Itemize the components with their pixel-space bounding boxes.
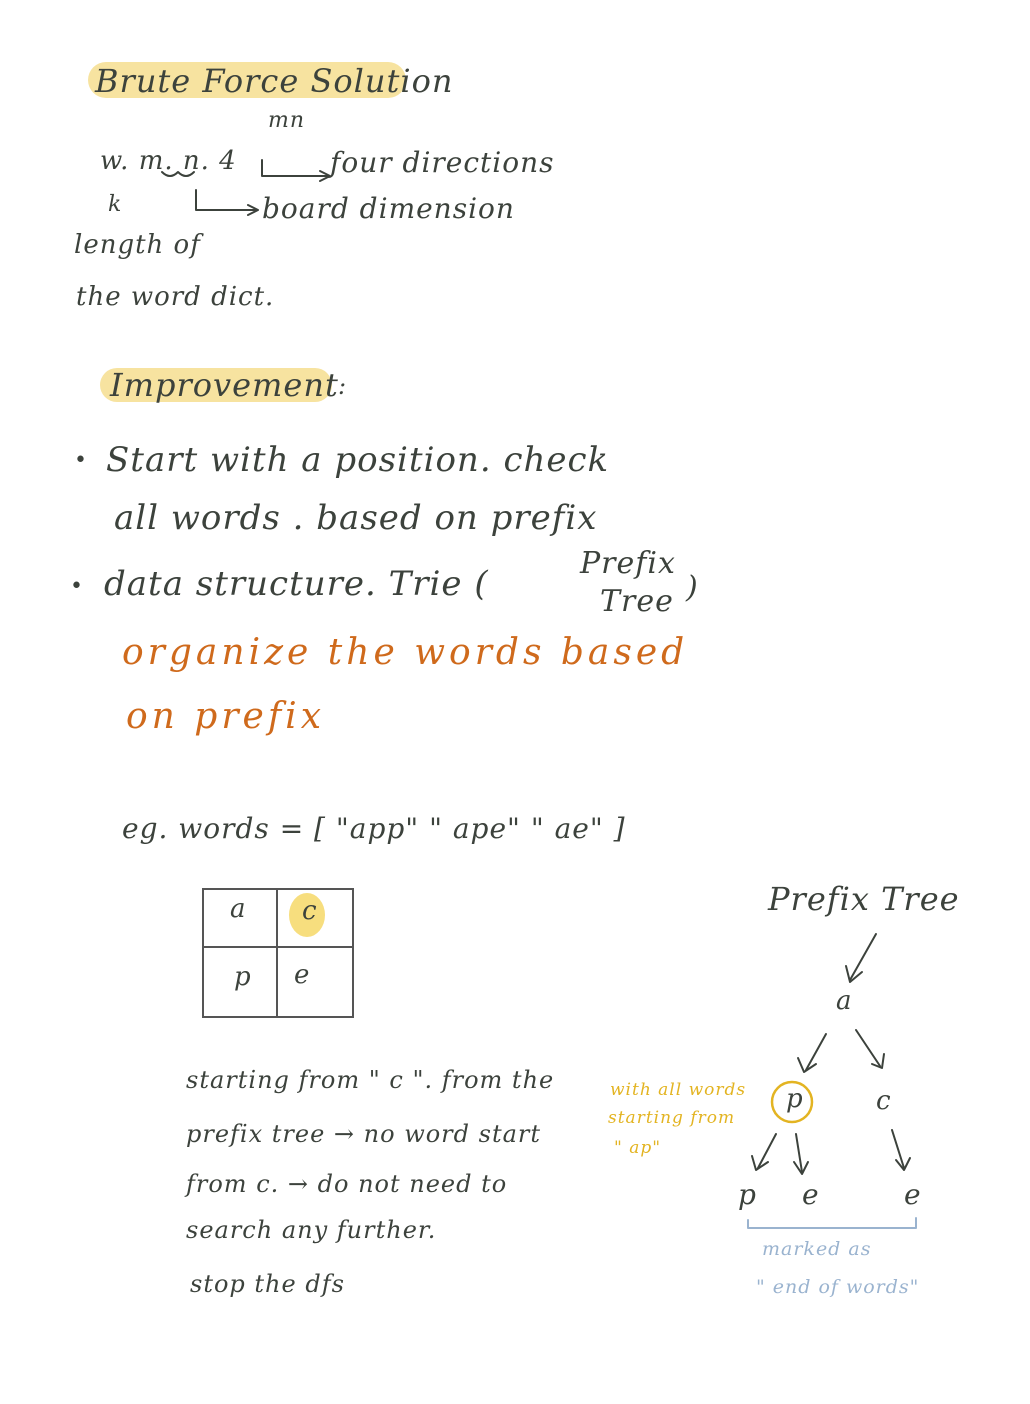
mn-label: mn	[268, 108, 306, 133]
bullet-2-text: data structure. Trie (	[104, 564, 489, 604]
improvement-highlight	[100, 368, 332, 402]
improvement-title: Improvement	[110, 366, 339, 404]
bullet-1-dot: •	[74, 448, 88, 473]
bullet-2-dot: •	[70, 574, 84, 599]
note-line-2: prefix tree → no word start	[186, 1120, 542, 1148]
yellow-note-line-3: " ap"	[614, 1138, 662, 1158]
yellow-note-line-2: starting from	[608, 1108, 736, 1128]
example-line: eg. words = [ "app" " ape" " ae" ]	[122, 812, 626, 845]
bullet-1-line-1: Start with a position. check	[106, 440, 610, 480]
grid-cell-a: a	[230, 894, 246, 924]
grid-hline	[204, 946, 352, 948]
blue-note-line-2: " end of words"	[756, 1276, 920, 1298]
note-line-3: from c. → do not need to	[186, 1170, 508, 1198]
note-line-5: stop the dfs	[190, 1270, 345, 1298]
grid-cell-p: p	[234, 962, 251, 992]
yellow-note-line-1: with all words	[610, 1080, 747, 1100]
complexity-formula: w. m. n. 4	[100, 146, 237, 176]
tree-leaf-p: p	[738, 1178, 757, 1211]
bullet-1-line-2: all words . based on prefix	[114, 498, 598, 538]
title-highlight	[88, 62, 406, 98]
grid-vline	[276, 890, 278, 1016]
length-label-1: length of	[74, 230, 201, 260]
note-line-4: search any further.	[186, 1216, 437, 1244]
length-label-2: the word dict.	[76, 282, 275, 312]
grid-cell-c: c	[302, 896, 317, 926]
orange-note-line-2: on prefix	[126, 696, 326, 737]
k-label: k	[108, 192, 123, 217]
grid-cell-e: e	[294, 960, 310, 990]
bullet-2-close: )	[686, 570, 699, 605]
tree-node-p: p	[786, 1084, 804, 1114]
four-directions-label: four directions	[330, 146, 555, 179]
bullet-2-prefix: Prefix	[580, 546, 676, 581]
board-dimension-label: board dimension	[262, 192, 515, 225]
letter-grid	[202, 888, 354, 1018]
cell-highlight	[289, 893, 325, 937]
tree-leaf-e2: e	[904, 1178, 922, 1211]
tree-node-c: c	[876, 1086, 892, 1116]
blue-note-line-1: marked as	[762, 1238, 872, 1260]
note-line-1: starting from " c ". from the	[186, 1066, 555, 1094]
orange-note-line-1: organize the words based	[122, 632, 689, 673]
brute-title: Brute Force Solution	[95, 62, 454, 100]
tree-title: Prefix Tree	[768, 880, 960, 918]
bullet-2-tree: Tree	[600, 584, 674, 619]
tree-leaf-e1: e	[802, 1178, 820, 1211]
tree-root-a: a	[836, 986, 853, 1016]
improvement-colon: :	[338, 372, 348, 400]
